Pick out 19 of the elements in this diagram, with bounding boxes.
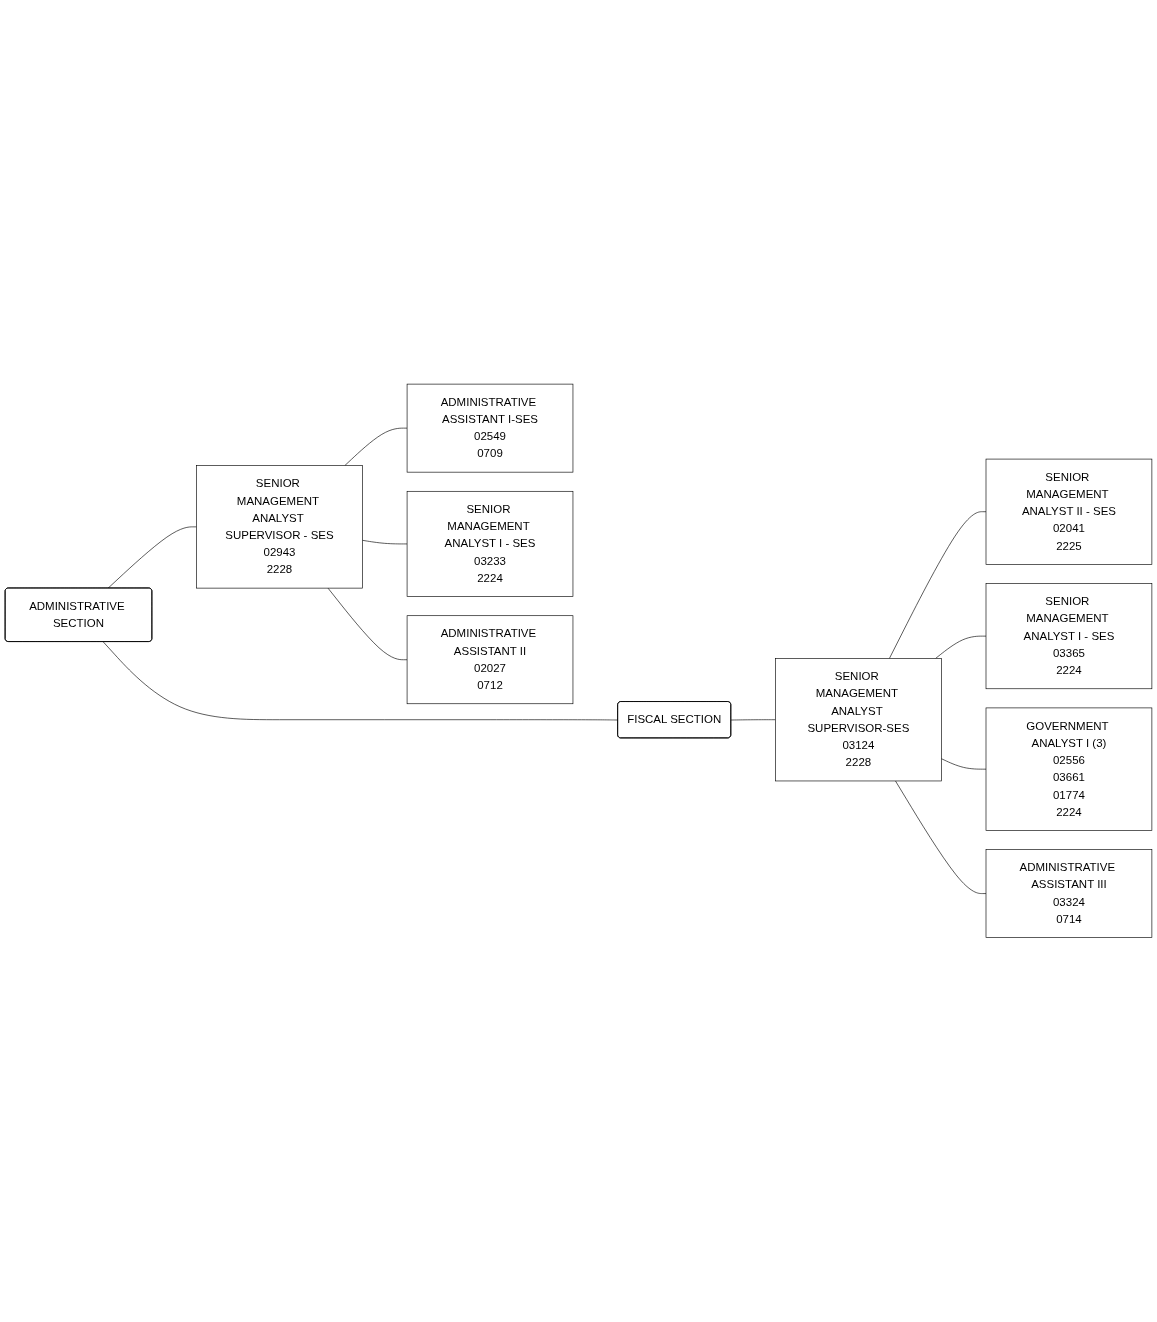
- node-box: SENIOR MANAGEMENT ANALYST I - SES 03233 2224: [406, 491, 574, 598]
- connector: [344, 427, 408, 467]
- connector: [895, 780, 987, 895]
- connector: [102, 641, 619, 721]
- connector: [730, 719, 776, 721]
- connector: [941, 758, 987, 770]
- connector: [327, 587, 408, 661]
- node-box: SENIOR MANAGEMENT ANALYST SUPERVISOR - SES 02943 2228: [196, 465, 363, 589]
- connector: [362, 540, 408, 545]
- node-box: GOVERNMENT ANALYST I (3) 02556 03661 01774 2224: [985, 707, 1153, 831]
- connector: [889, 511, 987, 659]
- node-box: ADMINISTRATIVE ASSISTANT II 02027 0712: [406, 615, 574, 705]
- node-box: ADMINISTRATIVE ASSISTANT I-SES 02549 0709: [406, 383, 574, 473]
- connector: [935, 635, 987, 659]
- node-box: ADMINISTRATIVE ASSISTANT III 03324 0714: [985, 849, 1153, 939]
- node-box: SENIOR MANAGEMENT ANALYST II - SES 02041 2225: [985, 458, 1153, 565]
- node-box: SENIOR MANAGEMENT ANALYST SUPERVISOR-SES 03124 2228: [775, 658, 942, 782]
- node-box: SENIOR MANAGEMENT ANALYST I - SES 03365 2224: [985, 583, 1153, 690]
- connector: [107, 526, 197, 589]
